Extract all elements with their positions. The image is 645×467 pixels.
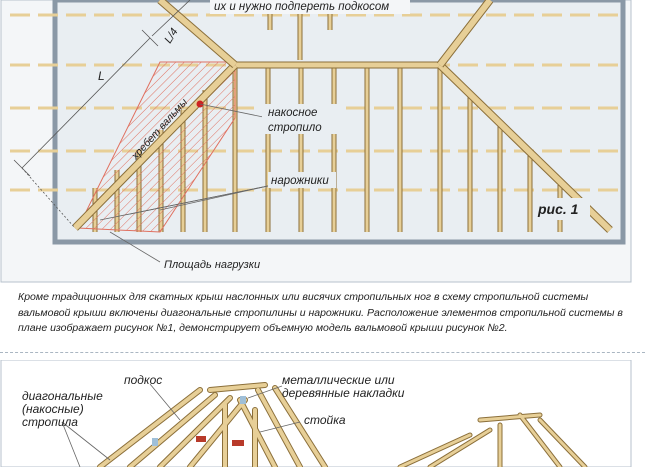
label-podkos: подкос bbox=[124, 373, 162, 387]
label-diagonal-2: (накосные) bbox=[22, 402, 84, 416]
label-diagonal-1: диагональные bbox=[22, 389, 103, 403]
fig2-leader-lines bbox=[61, 383, 301, 467]
label-stoyka: стойка bbox=[304, 413, 346, 427]
leader-lines bbox=[99, 103, 269, 263]
label-metal-2: деревянные накладки bbox=[282, 386, 405, 400]
label-L: L bbox=[98, 69, 105, 83]
label-metal-1: металлические или bbox=[282, 373, 395, 387]
label-bg bbox=[534, 198, 590, 220]
label-bg bbox=[268, 172, 336, 188]
label-diagonal-3: стропила bbox=[22, 415, 78, 429]
label-nakos-1: накосное bbox=[268, 107, 317, 119]
label-narozhniki: нарожники bbox=[271, 175, 329, 187]
figure-1-plan: их и нужно подпереть подкосом L L/4 хреб… bbox=[0, 0, 632, 283]
label-nakos-2: стропило bbox=[268, 122, 322, 134]
section-divider bbox=[0, 352, 645, 353]
label-load-area: Площадь нагрузки bbox=[164, 259, 260, 271]
roof-model-left bbox=[97, 382, 328, 467]
dimension-lines bbox=[13, 0, 191, 229]
figure-1-number: рис. 1 bbox=[537, 201, 579, 217]
roof-model-right bbox=[397, 412, 588, 467]
caption-text: Кроме традиционных для скатных крыш насл… bbox=[18, 291, 623, 334]
label-bg bbox=[210, 0, 410, 14]
top-note: их и нужно подпереть подкосом bbox=[214, 1, 389, 13]
label-bg bbox=[262, 104, 342, 134]
figure-2-model: диагональные (накосные) стропила подкос … bbox=[0, 360, 632, 467]
